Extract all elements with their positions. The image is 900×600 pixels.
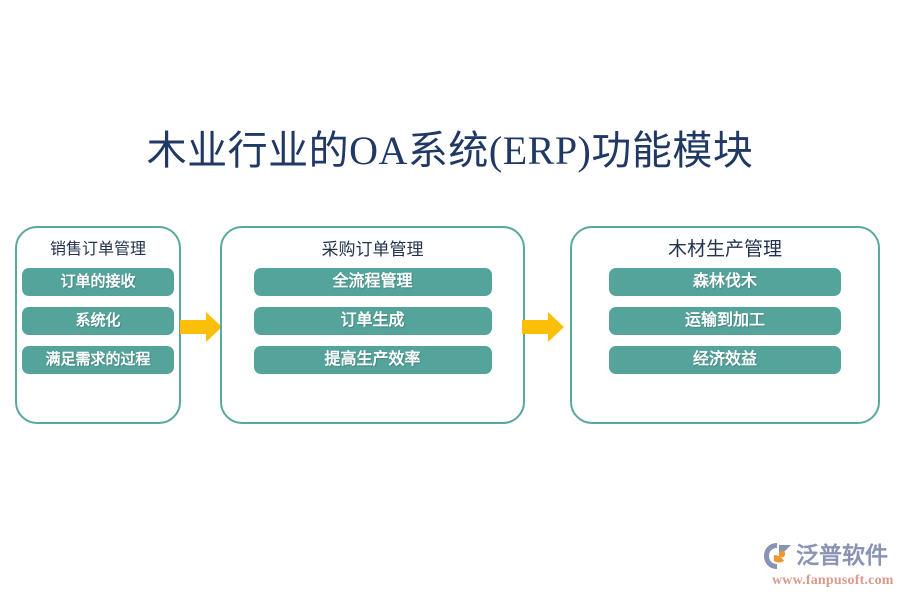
flow-card-title: 采购订单管理	[321, 240, 424, 259]
fanpu-swoosh-logo-icon	[762, 541, 794, 571]
flow-card-items: 森林伐木 运输到加工 经济效益	[572, 268, 878, 374]
flow-card-purchase-order[interactable]: 采购订单管理 全流程管理 订单生成 提高生产效率	[220, 226, 525, 424]
flow-item[interactable]: 森林伐木	[609, 268, 841, 296]
flow-card-title: 销售订单管理	[49, 241, 146, 258]
process-flow: 销售订单管理 订单的接收 系统化 满足需求的过程 采购订单管理 全流程管理 订单…	[0, 226, 900, 426]
logo-company-name: 泛普软件	[796, 543, 888, 568]
flow-card-items: 全流程管理 订单生成 提高生产效率	[222, 268, 523, 374]
right-arrow-icon	[180, 312, 222, 342]
flow-card-sales-order[interactable]: 销售订单管理 订单的接收 系统化 满足需求的过程	[15, 226, 181, 424]
flow-item[interactable]: 运输到加工	[609, 307, 841, 335]
logo-row: 泛普软件	[762, 540, 894, 572]
flow-item[interactable]: 经济效益	[609, 346, 841, 374]
flow-item[interactable]: 订单的接收	[22, 268, 174, 296]
right-arrow-icon	[522, 312, 564, 342]
flow-item[interactable]: 订单生成	[253, 307, 492, 335]
brand-watermark: 泛普软件 www.fanpusoft.com	[762, 540, 894, 592]
flow-item[interactable]: 提高生产效率	[253, 346, 492, 374]
flow-card-title: 木材生产管理	[667, 239, 782, 260]
flow-card-timber-production[interactable]: 木材生产管理 森林伐木 运输到加工 经济效益	[570, 226, 880, 424]
logo-website-url: www.fanpusoft.com	[772, 573, 894, 588]
flow-item[interactable]: 全流程管理	[253, 268, 492, 296]
flow-item[interactable]: 满足需求的过程	[22, 346, 174, 374]
flow-card-items: 订单的接收 系统化 满足需求的过程	[17, 268, 179, 374]
page-title: 木业行业的OA系统(ERP)功能模块	[146, 128, 754, 173]
flow-item[interactable]: 系统化	[22, 307, 174, 335]
